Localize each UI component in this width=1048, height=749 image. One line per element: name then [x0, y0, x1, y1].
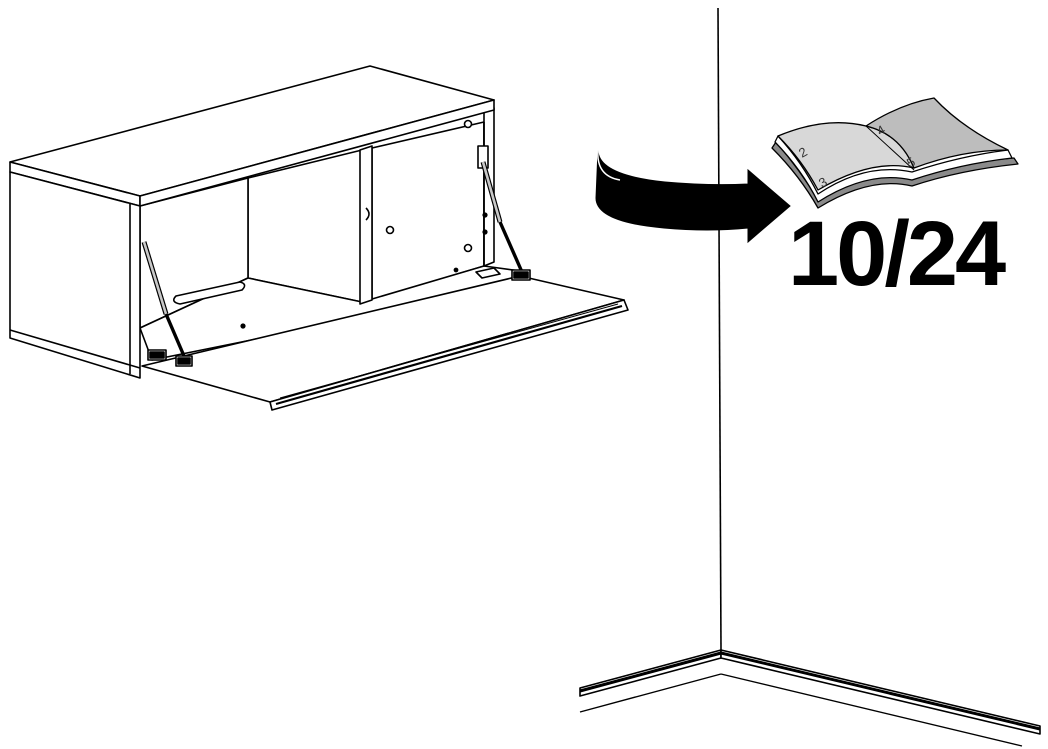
- wall-cabinet: [9, 65, 629, 411]
- floor-slot: [172, 281, 246, 305]
- cabinet-top-front-edge: [139, 99, 495, 207]
- mounting-holes: [240, 119, 488, 329]
- gas-strut-right: [475, 145, 531, 281]
- cabinet-divider: [359, 145, 373, 305]
- page-reference: 10/24: [788, 203, 1006, 305]
- gas-strut-left: [141, 241, 193, 367]
- curved-arrow-icon: [595, 149, 791, 244]
- booklet-right-page: [865, 97, 1009, 169]
- wall-corner: [579, 7, 1041, 747]
- booklet-icon: 2 3 4 5: [771, 97, 1019, 209]
- cabinet-left-side: [9, 171, 141, 379]
